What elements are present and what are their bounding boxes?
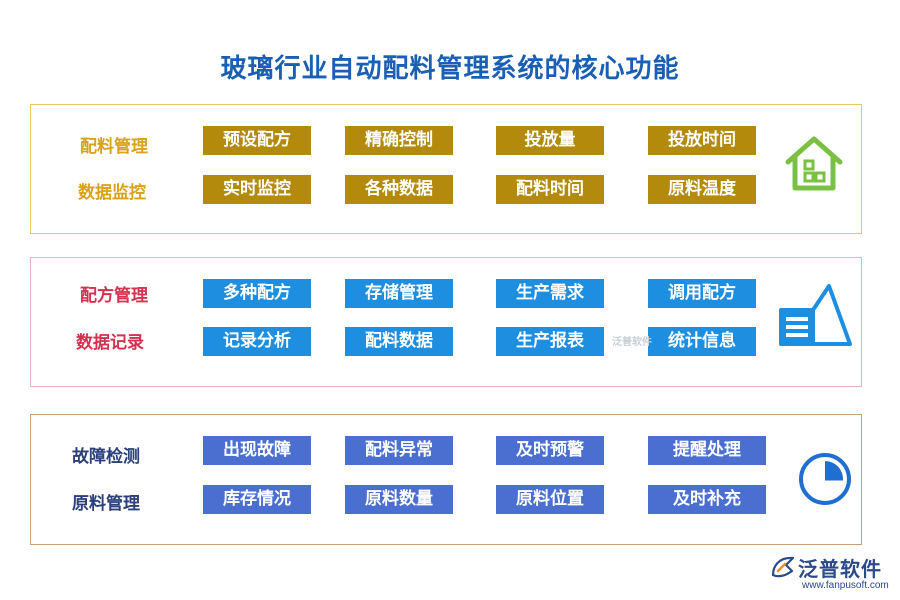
row-label-batching-mgmt: 配料管理: [80, 137, 148, 157]
row-label-material-mgmt: 原料管理: [72, 494, 140, 514]
tag-statistics: 统计信息: [648, 327, 756, 356]
brand-logo-icon: [771, 556, 795, 578]
tag-dosage: 投放量: [496, 126, 604, 155]
tag-call-recipe: 调用配方: [648, 279, 756, 308]
tag-batching-data: 配料数据: [345, 327, 453, 356]
row-label-data-monitoring: 数据监控: [78, 183, 146, 203]
brand: 泛普软件 www.fanpusoft.com: [770, 553, 894, 597]
tag-material-temperature: 原料温度: [648, 175, 756, 204]
tag-precise-control: 精确控制: [345, 126, 453, 155]
tag-material-quantity: 原料数量: [345, 485, 453, 514]
watermark: 泛普软件: [612, 337, 652, 348]
brand-url: www.fanpusoft.com: [802, 580, 889, 591]
tag-realtime-monitoring: 实时监控: [203, 175, 311, 204]
row-label-recipe-mgmt: 配方管理: [80, 286, 148, 306]
tag-material-location: 原料位置: [496, 485, 604, 514]
pyramid-layers-icon: [779, 284, 852, 346]
tag-remind-handling: 提醒处理: [648, 436, 766, 465]
tag-dosing-time: 投放时间: [648, 126, 756, 155]
tag-timely-warning: 及时预警: [496, 436, 604, 465]
page-title: 玻璃行业自动配料管理系统的核心功能: [220, 54, 680, 84]
tag-fault-occurs: 出现故障: [203, 436, 311, 465]
pie-chart-icon: [799, 453, 851, 505]
row-label-data-recording: 数据记录: [76, 333, 144, 353]
tag-batching-time: 配料时间: [496, 175, 604, 204]
row-label-fault-detection: 故障检测: [72, 447, 140, 467]
tag-production-demand: 生产需求: [496, 279, 604, 308]
tag-timely-replenish: 及时补充: [648, 485, 766, 514]
panel-fault: 故障检测 原料管理 出现故障 配料异常 及时预警 提醒处理 库存情况 原料数量 …: [30, 414, 862, 545]
panel-batching: 配料管理 数据监控 预设配方 精确控制 投放量 投放时间 实时监控 各种数据 配…: [30, 104, 862, 234]
tag-batching-anomaly: 配料异常: [345, 436, 453, 465]
home-icon: [785, 136, 843, 191]
tag-preset-recipe: 预设配方: [203, 126, 311, 155]
tag-various-data: 各种数据: [345, 175, 453, 204]
tag-record-analysis: 记录分析: [203, 327, 311, 356]
tag-multiple-recipes: 多种配方: [203, 279, 311, 308]
brand-name: 泛普软件: [798, 557, 882, 581]
tag-storage-mgmt: 存储管理: [345, 279, 453, 308]
tag-inventory-status: 库存情况: [203, 485, 311, 514]
tag-production-report: 生产报表: [496, 327, 604, 356]
panel-recipe: 配方管理 数据记录 多种配方 存储管理 生产需求 调用配方 记录分析 配料数据 …: [30, 257, 862, 387]
